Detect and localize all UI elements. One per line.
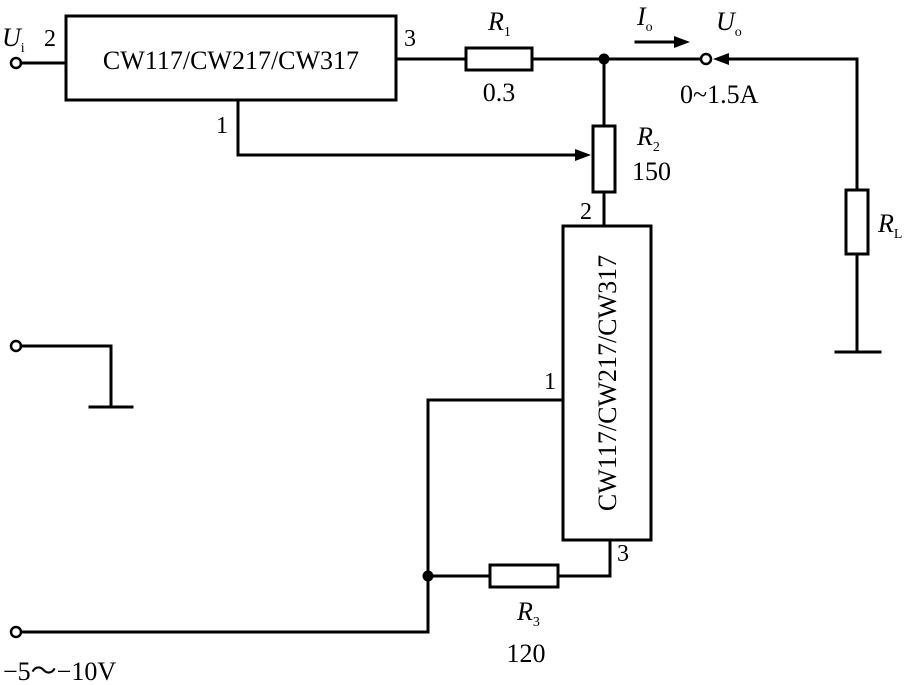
output-voltage-subscript: o (735, 25, 742, 40)
adj-arrow-head (575, 149, 591, 161)
r1-symbol: R (487, 7, 504, 36)
current-label: Io (636, 2, 653, 35)
resistor-rl (844, 188, 870, 256)
regulator-top-pin-out: 3 (404, 26, 416, 52)
rl-symbol: R (877, 209, 894, 238)
current-arrow-head (674, 36, 690, 48)
regulator-top (64, 14, 398, 102)
ground-wire (19, 344, 113, 409)
regulator-top-pin-in: 2 (44, 26, 56, 52)
r3-value: 120 (507, 639, 546, 668)
resistor-r1 (464, 46, 534, 72)
r3-subscript: 3 (533, 615, 540, 630)
negative-supply-wire (19, 574, 430, 634)
regulator-bottom-pin-top: 2 (580, 199, 592, 225)
negative-terminal (9, 625, 23, 639)
r1-subscript: 1 (504, 25, 511, 40)
resistor-r2 (591, 124, 617, 194)
output-voltage-symbol: U (716, 7, 737, 36)
output-voltage-label: Uo (716, 7, 742, 40)
r1-label: R1 (487, 7, 511, 40)
regulator-bottom-pin-bottom: 3 (617, 541, 629, 567)
negative-supply-label: −5～−10V (3, 657, 116, 685)
regulator-bottom-pin-left: 1 (544, 369, 556, 395)
resistor-r3 (488, 563, 560, 589)
r3-right-wire (556, 538, 612, 578)
adj-wire (236, 98, 577, 157)
r3-symbol: R (516, 597, 533, 626)
input-label: Ui (2, 23, 25, 56)
input-subscript: i (21, 41, 25, 56)
load-arrow-head (713, 53, 729, 65)
regulator-top-label: CW117/CW217/CW317 (103, 46, 359, 75)
rl-label: RL (877, 209, 902, 242)
r2-value: 150 (632, 157, 671, 186)
output-range: 0~1.5A (680, 80, 759, 109)
r2-symbol: R (636, 122, 653, 151)
regulator-bottom (561, 224, 653, 542)
output-terminal (699, 52, 713, 66)
regulator-bottom-label: CW117/CW217/CW317 (593, 255, 622, 511)
current-subscript: o (646, 20, 653, 35)
r3-label: R3 (516, 597, 540, 630)
regulator-top-pin-adj: 1 (216, 113, 228, 139)
input-symbol: U (2, 23, 23, 52)
r1-value: 0.3 (483, 78, 516, 107)
bottom-left-wire (426, 398, 565, 578)
r2-label: R2 (636, 122, 660, 155)
r2-subscript: 2 (653, 140, 660, 155)
rl-subscript: L (894, 227, 903, 242)
current-symbol: I (636, 2, 647, 31)
